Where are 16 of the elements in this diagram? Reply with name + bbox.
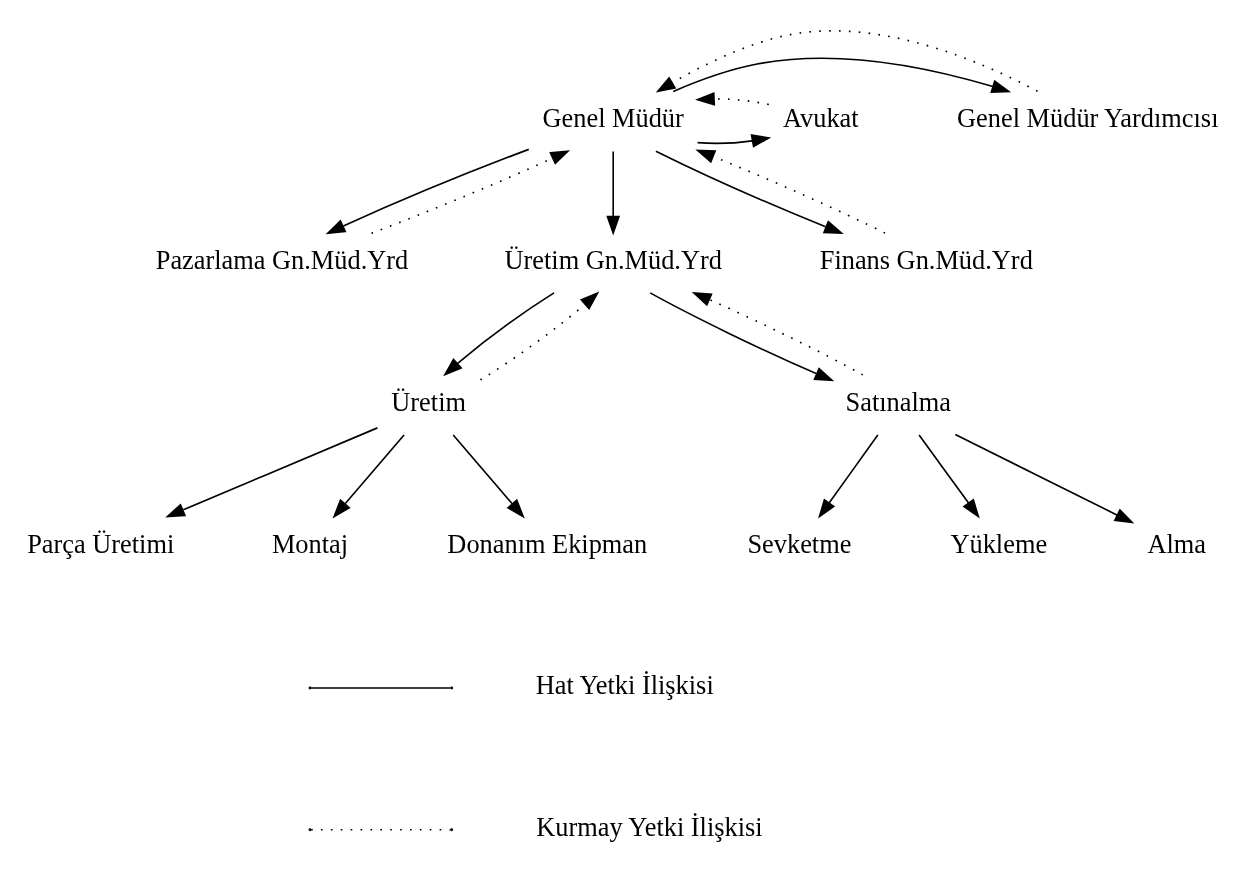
node-text: Üretim Gn.Müd.Yrd: [504, 246, 722, 276]
node-text: Genel Müdür: [542, 104, 684, 134]
node-text: Pazarlama Gn.Müd.Yrd: [155, 246, 409, 276]
node-text: Donanım Ekipman: [447, 529, 648, 559]
node-text: Alma: [1147, 529, 1207, 559]
node-text: Montaj: [271, 529, 349, 559]
node-text: Satınalma: [845, 387, 951, 417]
node-text: Yükleme: [950, 529, 1048, 559]
node-text: Üretim: [391, 387, 466, 417]
legend-label: Kurmay Yetki İlişkisi: [536, 813, 763, 843]
node-text: Finans Gn.Müd.Yrd: [819, 246, 1033, 276]
legend-label: Hat Yetki İlişkisi: [535, 671, 714, 701]
node-text: Genel Müdür Yardımcısı: [957, 104, 1219, 134]
node-text: Avukat: [783, 104, 859, 134]
node-text: Parça Üretimi: [27, 529, 175, 559]
node-text: Sevketme: [747, 529, 852, 559]
